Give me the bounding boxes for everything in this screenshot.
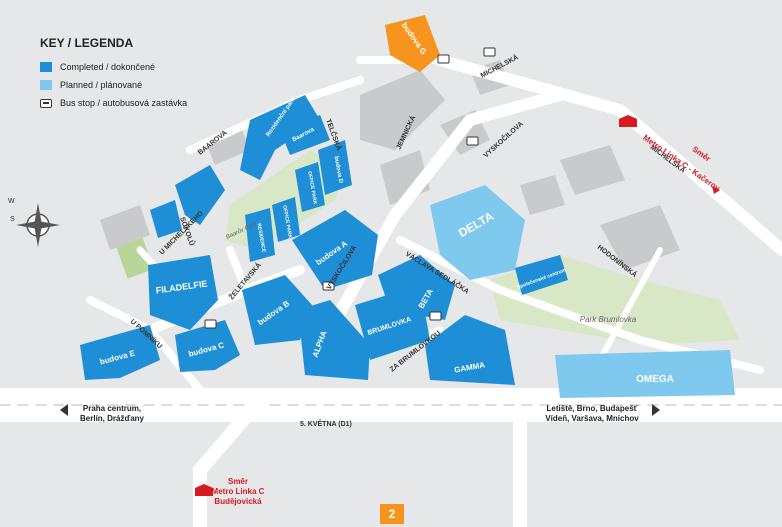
label-office-park-2: OFFICE PARK — [281, 205, 293, 239]
building-budova-a — [292, 210, 378, 290]
metro-icon — [195, 484, 213, 496]
bus-stop-icon — [204, 319, 217, 329]
direction-praha-1: Praha centrum, — [83, 404, 141, 413]
metro-bottom-line3: Budějovická — [214, 497, 262, 506]
label-office-park: OFFICE PARK — [306, 171, 318, 205]
label-omega: OMEGA — [636, 374, 674, 385]
building-gamma — [425, 315, 515, 385]
building-beta — [378, 255, 455, 320]
direction-brno-1: Letiště, Brno, Budapešť — [547, 404, 638, 413]
building-budova-g — [385, 15, 440, 72]
legend-title: KEY / LEGENDA — [40, 36, 134, 50]
direction-praha-2: Berlín, Drážďany — [80, 414, 145, 423]
legend-bus-stop-label: Bus stop / autobusová zastávka — [60, 98, 188, 108]
building-office-park-2 — [272, 197, 300, 242]
building-omega — [555, 350, 735, 398]
building-delta — [430, 185, 525, 280]
building-spolecenske — [515, 255, 568, 295]
building-residence — [245, 208, 275, 262]
bus-stops — [204, 47, 496, 329]
label-park-brumlovka: Park Brumlovka — [580, 315, 637, 324]
building-alpha — [298, 300, 370, 380]
legend-completed-label: Completed / dokončené — [60, 62, 156, 72]
compass-w: W — [8, 198, 15, 205]
building-rezidencni-park — [240, 95, 320, 180]
bus-stop-icon — [466, 136, 479, 146]
planned-buildings — [430, 185, 735, 398]
legend-completed: Completed / dokončené — [40, 58, 240, 76]
metro-bottom-line2: Metro Linka C — [212, 487, 265, 496]
bus-stop-icon — [322, 281, 335, 291]
building-budova-e — [80, 325, 160, 380]
direction-brno-2: Vídeň, Varšava, Mnichov — [545, 414, 639, 423]
building-baarova — [280, 115, 330, 155]
compass-s: S — [10, 216, 15, 223]
arrow-left-icon — [60, 404, 68, 416]
street-d1: 5. KVĚTNA (D1) — [300, 419, 352, 428]
compass-icon: W S — [8, 198, 60, 247]
building-budova-b — [242, 275, 312, 345]
page-number: 2 — [380, 504, 404, 524]
completed-swatch-icon — [40, 62, 52, 72]
planned-swatch-icon — [40, 80, 52, 90]
building-sokolu — [150, 200, 182, 238]
legend-planned-label: Planned / plánované — [60, 80, 143, 90]
building-budova-d — [318, 140, 352, 195]
label-budova-d: budova D — [333, 156, 344, 185]
bus-stop-icon — [429, 311, 442, 321]
legend-bus-stop: Bus stop / autobusová zastávka — [40, 94, 240, 112]
metro-arrow-icon — [712, 186, 720, 194]
legend-planned: Planned / plánované — [40, 76, 240, 94]
building-baarova-block — [175, 165, 225, 225]
metro-icon — [619, 115, 637, 127]
bus-stop-icon — [40, 98, 52, 108]
completed-buildings — [80, 95, 568, 385]
arrow-right-icon — [652, 404, 660, 416]
building-office-park — [295, 162, 325, 212]
legend: KEY / LEGENDA Completed / dokončené Plan… — [40, 36, 240, 112]
metro-bottom-line1: Směr — [228, 477, 248, 486]
building-filadelfie — [148, 255, 218, 330]
building-budova-c — [175, 320, 240, 372]
bus-stop-icon — [437, 54, 450, 64]
label-residence: RESIDENCE — [255, 223, 266, 253]
bus-stop-icon — [483, 47, 496, 57]
